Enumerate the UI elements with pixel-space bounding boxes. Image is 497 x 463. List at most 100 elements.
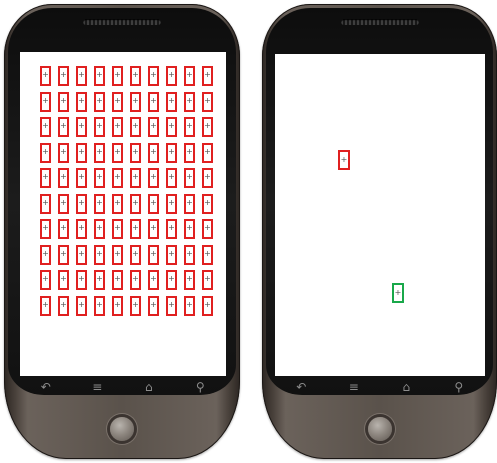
grid-target-box[interactable] [166,66,177,86]
grid-target-box[interactable] [148,168,159,188]
grid-target-box[interactable] [40,168,51,188]
back-icon[interactable]: ↶ [289,380,313,394]
grid-target-box[interactable] [166,168,177,188]
grid-target-box[interactable] [40,66,51,86]
grid-target-box[interactable] [58,245,69,265]
grid-target-box[interactable] [58,296,69,316]
grid-target-box[interactable] [184,168,195,188]
grid-target-box[interactable] [76,245,87,265]
grid-target-box[interactable] [76,168,87,188]
grid-target-box[interactable] [184,245,195,265]
grid-target-box[interactable] [58,168,69,188]
grid-target-box[interactable] [148,219,159,239]
grid-target-box[interactable] [40,245,51,265]
grid-target-box[interactable] [112,168,123,188]
grid-target-box[interactable] [40,117,51,137]
grid-target-box[interactable] [94,92,105,112]
grid-target-box[interactable] [76,66,87,86]
grid-target-box[interactable] [130,219,141,239]
search-icon[interactable]: ⚲ [447,380,471,394]
grid-target-box[interactable] [112,143,123,163]
grid-target-box[interactable] [202,117,213,137]
red-target[interactable] [338,150,350,170]
grid-target-box[interactable] [202,270,213,290]
green-target[interactable] [392,283,404,303]
grid-target-box[interactable] [184,270,195,290]
grid-target-box[interactable] [94,219,105,239]
grid-target-box[interactable] [184,219,195,239]
grid-target-box[interactable] [76,270,87,290]
grid-target-box[interactable] [40,143,51,163]
grid-target-box[interactable] [202,143,213,163]
grid-target-box[interactable] [58,219,69,239]
grid-target-box[interactable] [184,194,195,214]
grid-target-box[interactable] [40,296,51,316]
grid-target-box[interactable] [148,143,159,163]
grid-target-box[interactable] [148,270,159,290]
grid-target-box[interactable] [112,245,123,265]
back-icon[interactable]: ↶ [34,380,58,394]
grid-target-box[interactable] [166,92,177,112]
grid-target-box[interactable] [40,270,51,290]
grid-target-box[interactable] [40,219,51,239]
grid-target-box[interactable] [76,92,87,112]
grid-target-box[interactable] [94,117,105,137]
grid-target-box[interactable] [58,66,69,86]
grid-target-box[interactable] [94,296,105,316]
menu-icon[interactable]: ≡ [85,380,109,394]
grid-target-box[interactable] [130,245,141,265]
grid-target-box[interactable] [130,117,141,137]
home-icon[interactable]: ⌂ [394,380,418,394]
grid-target-box[interactable] [166,194,177,214]
grid-target-box[interactable] [166,296,177,316]
search-icon[interactable]: ⚲ [188,380,212,394]
grid-target-box[interactable] [130,270,141,290]
grid-target-box[interactable] [202,66,213,86]
grid-target-box[interactable] [202,92,213,112]
grid-target-box[interactable] [130,296,141,316]
grid-target-box[interactable] [166,270,177,290]
grid-target-box[interactable] [94,66,105,86]
grid-target-box[interactable] [112,117,123,137]
grid-target-box[interactable] [76,219,87,239]
grid-target-box[interactable] [130,66,141,86]
grid-target-box[interactable] [76,143,87,163]
grid-target-box[interactable] [94,194,105,214]
grid-target-box[interactable] [94,168,105,188]
grid-target-box[interactable] [130,194,141,214]
grid-target-box[interactable] [148,92,159,112]
grid-target-box[interactable] [94,245,105,265]
grid-target-box[interactable] [76,194,87,214]
grid-target-box[interactable] [40,92,51,112]
grid-target-box[interactable] [40,194,51,214]
grid-target-box[interactable] [184,92,195,112]
grid-target-box[interactable] [184,117,195,137]
grid-target-box[interactable] [184,143,195,163]
grid-target-box[interactable] [112,92,123,112]
grid-target-box[interactable] [112,66,123,86]
grid-target-box[interactable] [58,92,69,112]
grid-target-box[interactable] [94,270,105,290]
grid-target-box[interactable] [130,168,141,188]
grid-target-box[interactable] [58,143,69,163]
grid-target-box[interactable] [112,270,123,290]
grid-target-box[interactable] [76,117,87,137]
grid-target-box[interactable] [130,92,141,112]
grid-target-box[interactable] [58,117,69,137]
grid-target-box[interactable] [112,219,123,239]
grid-target-box[interactable] [112,194,123,214]
grid-target-box[interactable] [148,245,159,265]
grid-target-box[interactable] [58,194,69,214]
grid-target-box[interactable] [166,117,177,137]
grid-target-box[interactable] [58,270,69,290]
home-icon[interactable]: ⌂ [137,380,161,394]
grid-target-box[interactable] [130,143,141,163]
grid-target-box[interactable] [184,296,195,316]
grid-target-box[interactable] [94,143,105,163]
grid-target-box[interactable] [202,168,213,188]
grid-target-box[interactable] [148,66,159,86]
grid-target-box[interactable] [148,117,159,137]
grid-target-box[interactable] [148,194,159,214]
home-button[interactable] [110,417,134,441]
menu-icon[interactable]: ≡ [342,380,366,394]
